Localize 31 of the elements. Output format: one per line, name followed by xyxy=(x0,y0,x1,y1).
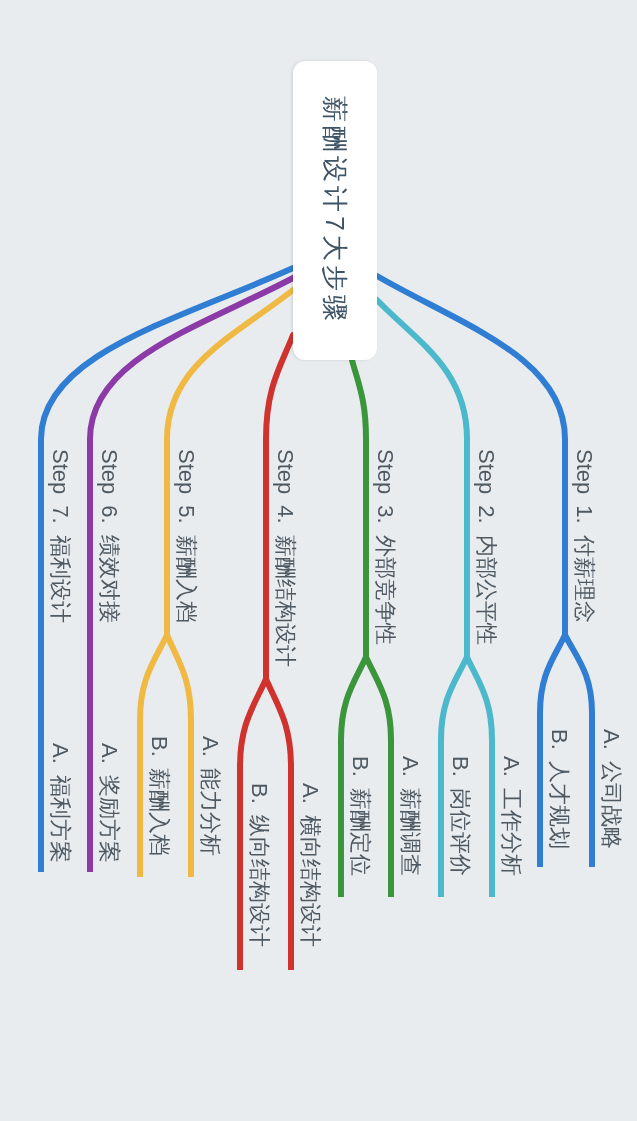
branch-line xyxy=(338,654,369,743)
subtopic: B. 薪酬入档 xyxy=(137,720,171,877)
branch-line xyxy=(438,654,470,743)
subtopic: A. 横向结构设计 xyxy=(288,767,322,970)
branch-line xyxy=(87,697,93,730)
subtopic: B. 人才规划 xyxy=(537,713,571,867)
subtopic: A. 薪酬调查 xyxy=(388,740,422,897)
subtopic: B. 薪酬定位 xyxy=(338,740,372,897)
branch-topic: Step 4. 薪酬结构设计 xyxy=(263,439,297,679)
subtopic: A. 公司战略 xyxy=(589,713,623,867)
central-topic: 薪酬设计7大步骤 xyxy=(293,61,377,360)
branch-line xyxy=(562,632,595,716)
branch-line xyxy=(537,632,568,716)
branch-topic: Step 1. 付薪理念 xyxy=(562,439,596,635)
branch-line xyxy=(349,357,369,442)
subtopic: A. 工作分析 xyxy=(489,740,523,897)
branch-line xyxy=(237,676,269,770)
branch-line xyxy=(137,632,170,723)
subtopic: B. 岗位评价 xyxy=(438,740,472,897)
subtopic: B. 纵向结构设计 xyxy=(237,767,271,970)
subtopic: A. 福利方案 xyxy=(38,727,72,872)
branch-line xyxy=(464,654,495,743)
branch-topic: Step 7. 福利设计 xyxy=(38,439,72,700)
branch-line xyxy=(38,697,44,730)
branch-topic: Step 3. 外部竞争性 xyxy=(363,439,397,657)
branch-topic: Step 5. 薪酬入档 xyxy=(164,439,198,635)
branch-topic: Step 6. 绩效对接 xyxy=(87,439,121,700)
subtopic: A. 能力分析 xyxy=(188,720,222,877)
branch-topic: Step 2. 内部公平性 xyxy=(464,439,498,657)
branch-line xyxy=(363,654,394,743)
subtopic: A. 奖励方案 xyxy=(87,727,121,872)
